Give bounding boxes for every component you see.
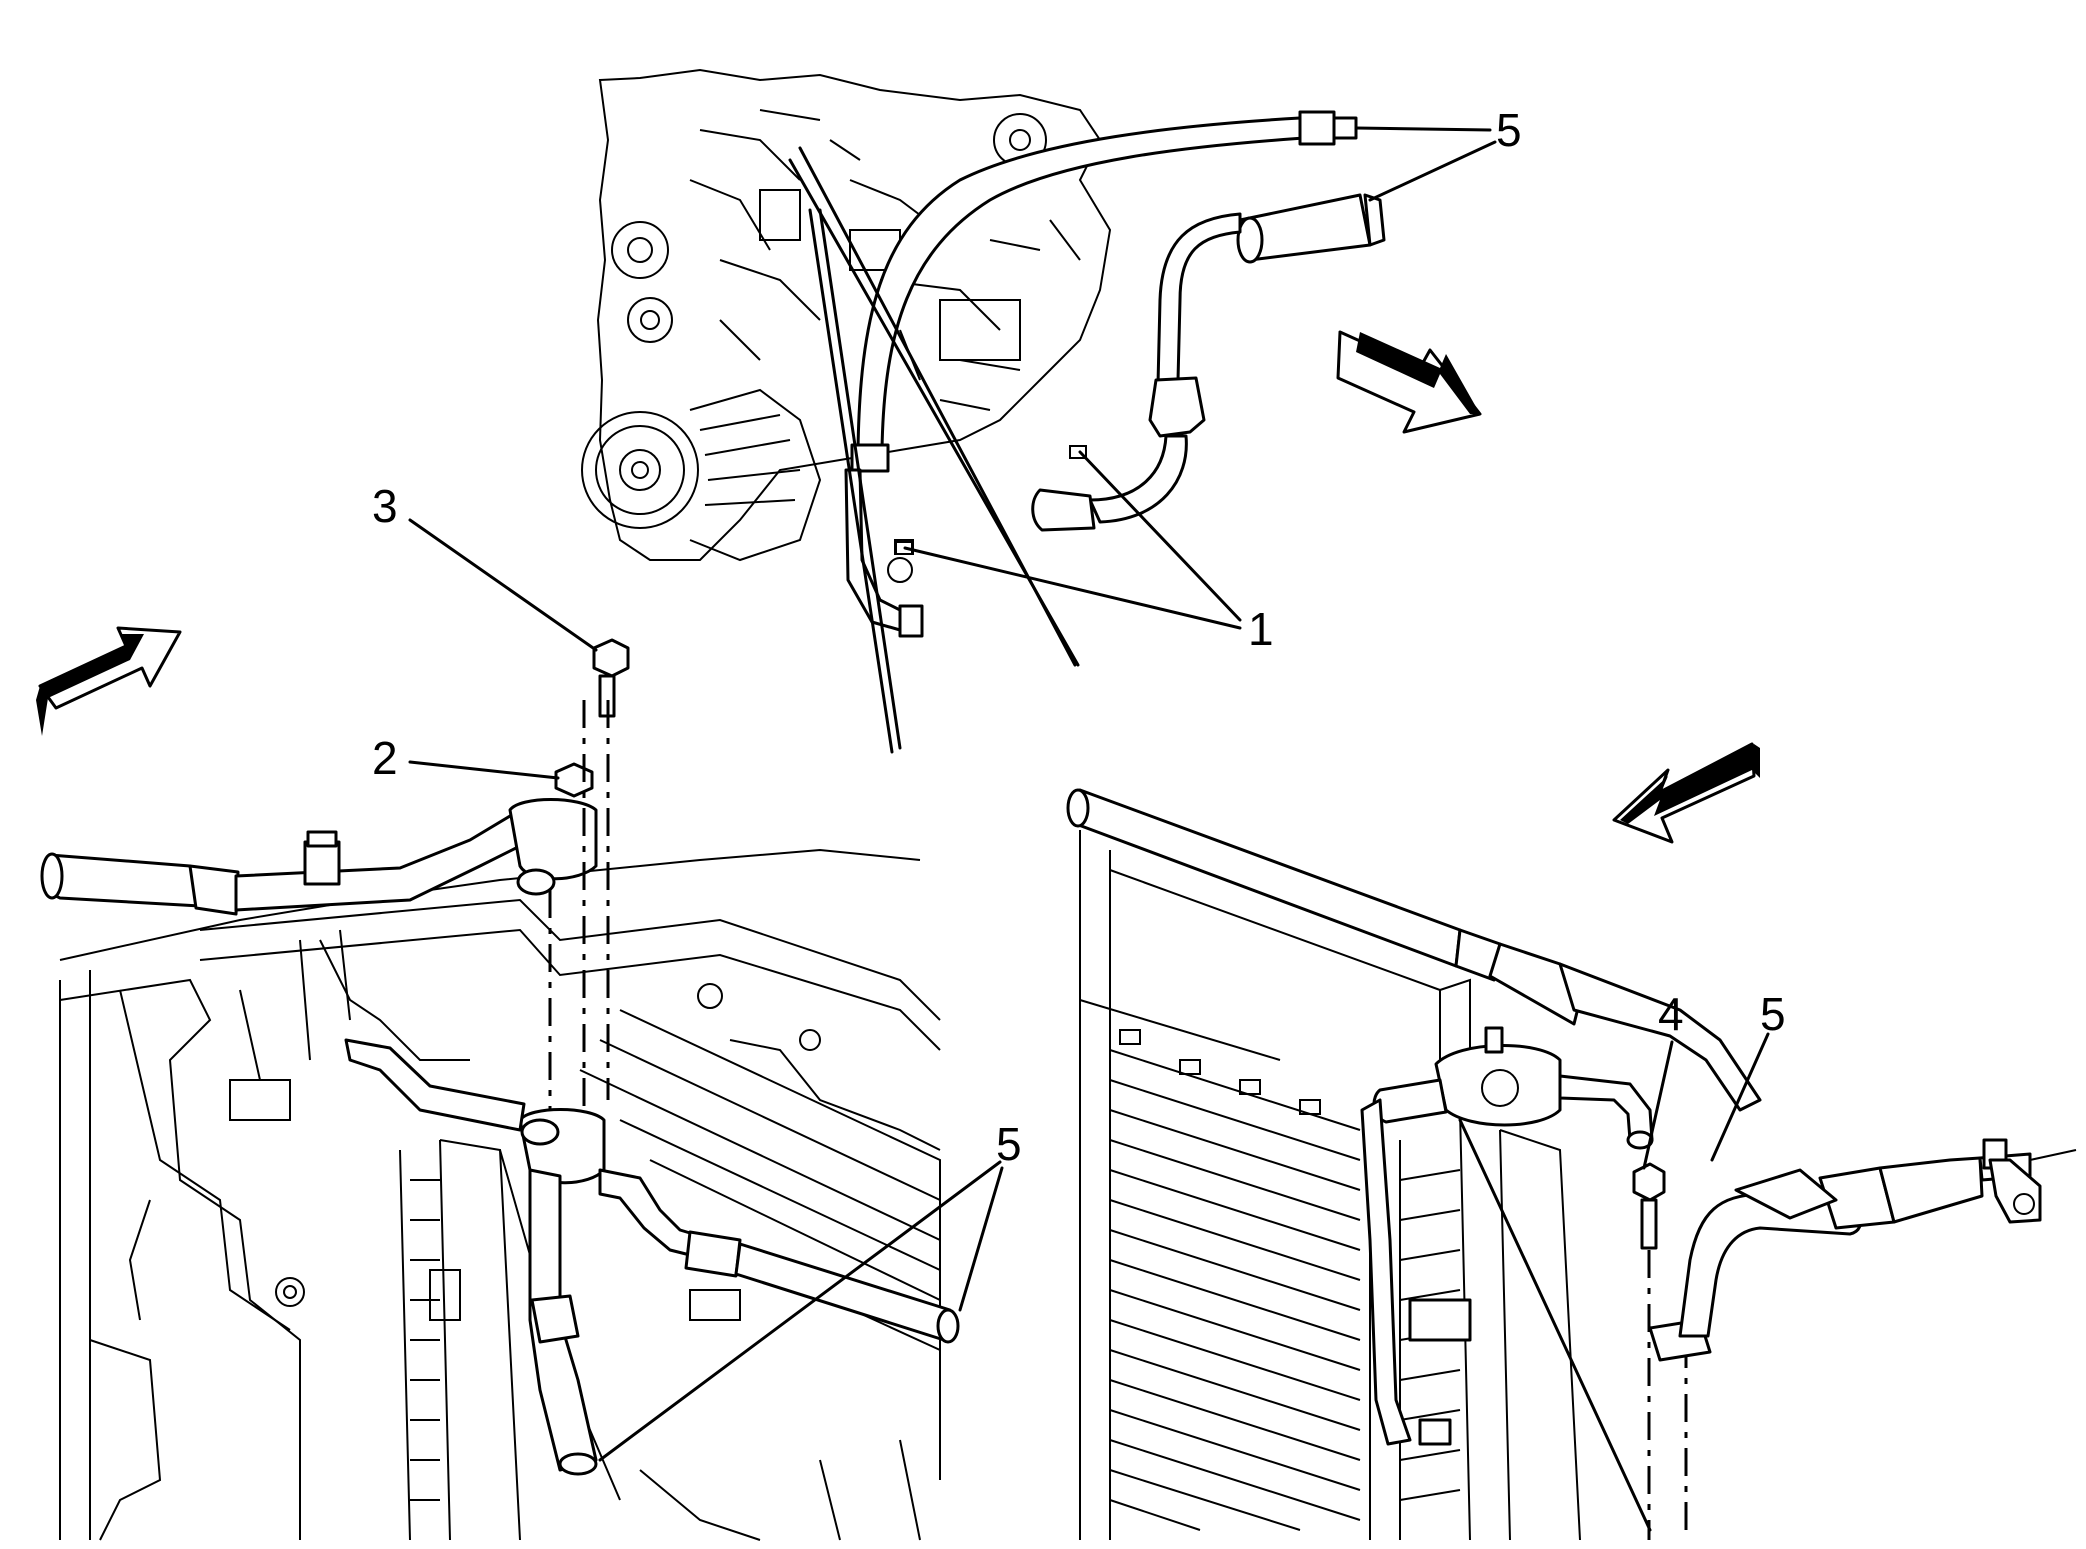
callout-5-right: 5 — [1760, 988, 1786, 1040]
direction-arrow-icon — [1612, 742, 1760, 844]
condenser-fins — [1109, 1049, 1361, 1531]
callout-2: 2 — [372, 732, 398, 784]
callout-3: 3 — [372, 480, 398, 532]
direction-arrow-icon — [1336, 330, 1482, 434]
callout-5-left: 5 — [996, 1118, 1022, 1170]
callout-1: 1 — [1248, 603, 1274, 655]
engine-compressor-view — [581, 68, 1497, 754]
direction-arrow-icon — [36, 626, 182, 736]
compressor-pulley — [581, 411, 699, 529]
left-condenser-view — [36, 518, 1004, 1541]
callout-5-top: 5 — [1496, 104, 1522, 156]
right-condenser-view — [1066, 742, 2077, 1541]
callout-4: 4 — [1658, 988, 1684, 1040]
